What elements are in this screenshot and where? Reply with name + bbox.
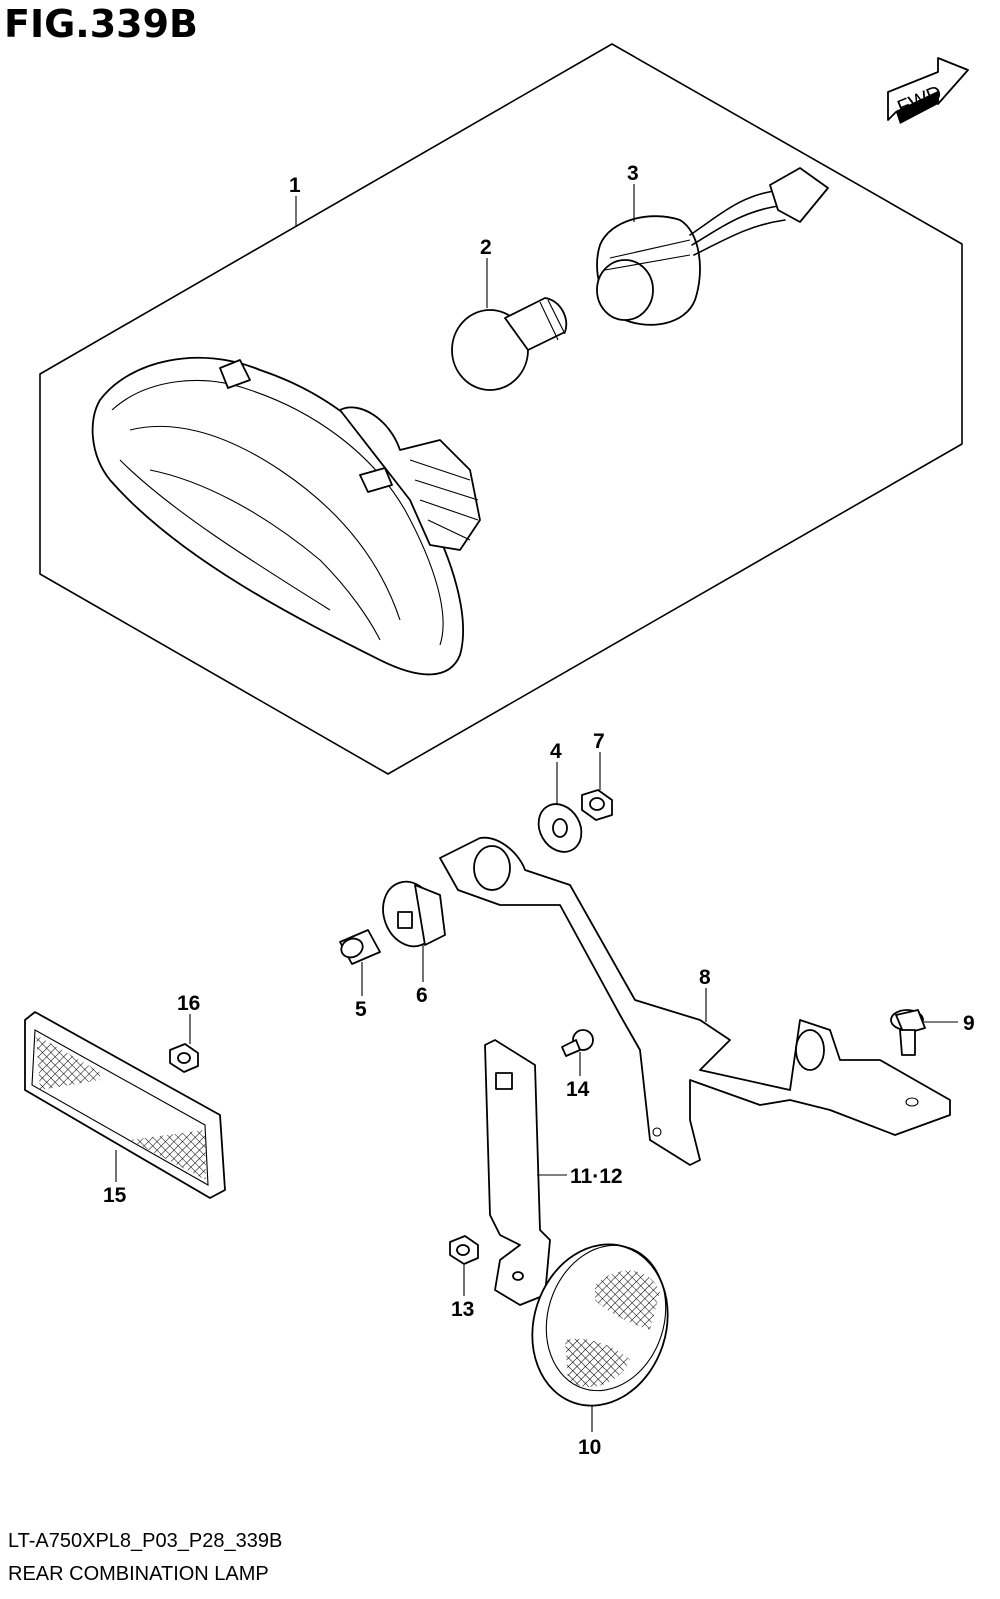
assembly-name: REAR COMBINATION LAMP [8,1563,269,1585]
callout-14: 14 [566,1078,590,1101]
bracket [439,836,951,1166]
lamp-housing [91,356,481,676]
socket-wire [596,167,829,326]
fwd-arrow-icon: FWD [887,57,969,124]
nut-top [581,789,613,821]
callout-4: 4 [550,740,562,763]
callout-1: 1 [289,174,301,197]
reflector-bracket [484,1039,551,1306]
callout-11-12: 11·12 [570,1165,623,1188]
round-reflector [531,1243,669,1407]
bolt-9 [890,1009,926,1056]
callout-2: 2 [480,236,492,259]
figure-title: FIG.339B [4,2,199,46]
callout-10: 10 [578,1436,601,1459]
callout-8: 8 [699,966,711,989]
model-code: LT-A750XPL8_P03_P28_339B [8,1530,283,1552]
callout-16: 16 [177,992,200,1015]
callout-15: 15 [103,1184,127,1207]
callout-9: 9 [963,1012,975,1035]
leader-lines [115,184,958,1432]
callout-6: 6 [416,984,428,1007]
nut-13 [449,1235,479,1265]
callouts: 1 2 3 4 5 6 7 8 9 10 11·12 13 14 15 16 [103,162,975,1459]
callout-13: 13 [451,1298,474,1321]
bulb [451,297,568,391]
nut-16 [169,1043,199,1073]
callout-7: 7 [593,730,605,753]
screw-14 [561,1029,594,1057]
side-reflector [24,1011,226,1199]
assembly-box [39,43,963,775]
grommet [382,880,446,948]
washer [537,803,583,853]
callout-5: 5 [355,998,367,1021]
collar [339,929,381,965]
callout-3: 3 [627,162,639,185]
